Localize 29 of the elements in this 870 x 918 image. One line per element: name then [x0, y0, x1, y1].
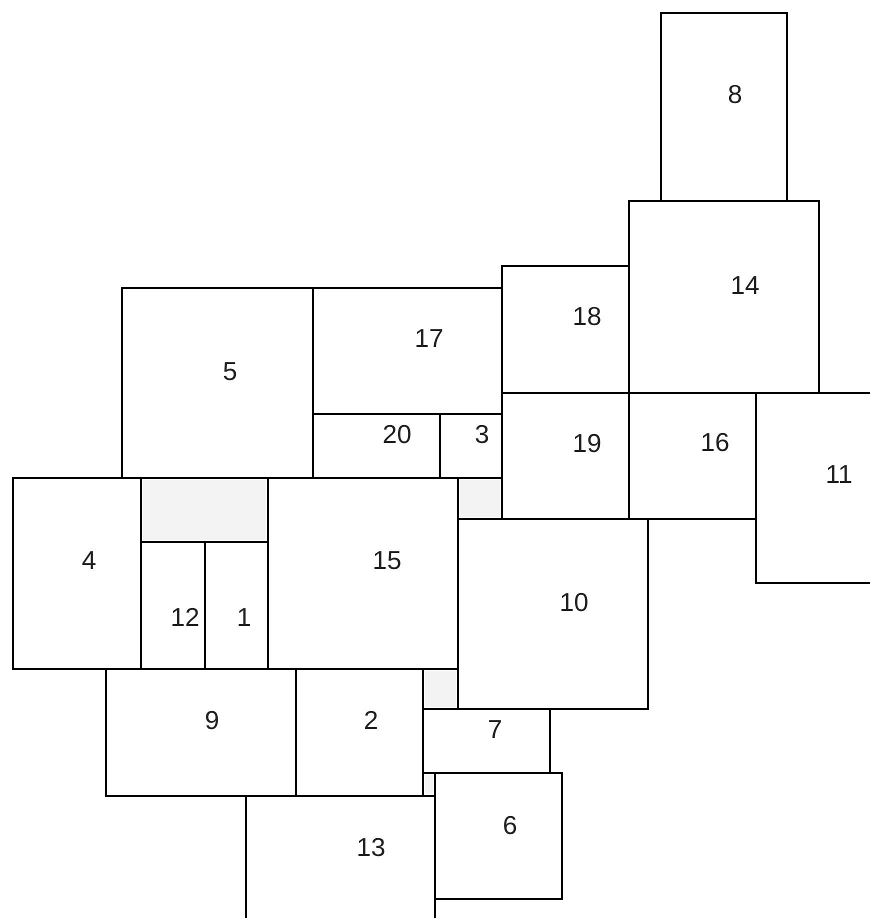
room-box [422, 772, 436, 797]
room-box [628, 200, 820, 394]
room-number: 2 [364, 707, 378, 733]
room-number: 6 [502, 812, 518, 838]
room-box [422, 668, 459, 710]
room-number: 5 [222, 358, 238, 384]
room-box [434, 772, 563, 900]
room-number: 12 [170, 604, 200, 630]
room-box [245, 795, 436, 918]
room-box [140, 477, 269, 543]
room-number: 15 [372, 547, 402, 573]
room-box [660, 12, 788, 202]
room-number: 3 [474, 421, 490, 447]
room-number: 18 [572, 303, 602, 329]
room-number: 10 [560, 589, 588, 615]
room-number: 11 [826, 461, 852, 487]
room-number: 16 [700, 429, 730, 455]
room-number: 20 [382, 421, 412, 447]
room-number: 7 [488, 716, 502, 742]
room-box [755, 392, 870, 584]
room-number: 8 [728, 81, 742, 107]
room-box [457, 477, 503, 520]
room-number: 9 [204, 707, 220, 733]
room-number: 14 [730, 272, 760, 298]
room-number: 4 [82, 547, 96, 573]
room-number: 17 [414, 325, 444, 351]
room-number: 1 [236, 604, 252, 630]
room-number: 13 [356, 834, 386, 860]
room-number: 19 [572, 430, 602, 456]
